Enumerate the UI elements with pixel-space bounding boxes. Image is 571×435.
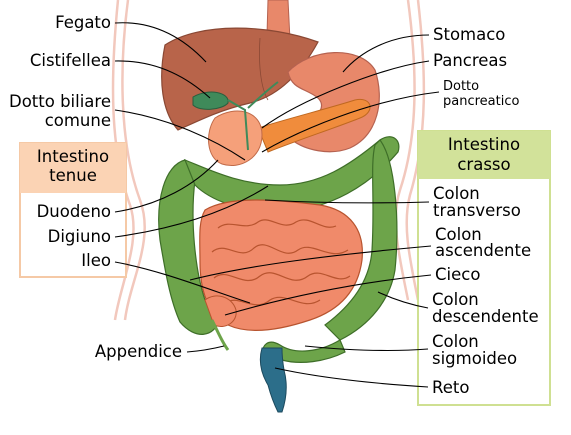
label-duodeno: Duodeno	[37, 202, 111, 221]
label-colon-ascendente-1: Colon	[435, 225, 482, 244]
leader-dotto-biliare	[114, 109, 246, 161]
duodenum	[208, 110, 263, 166]
small-intestine	[199, 199, 363, 332]
legend-crasso-title-2: crasso	[457, 155, 510, 174]
leader-appendice	[186, 345, 225, 353]
legend-crasso-header	[418, 131, 550, 179]
label-cieco: Cieco	[435, 265, 480, 284]
leader-digiuno	[114, 185, 269, 238]
leader-duodeno	[114, 159, 219, 213]
leader-cistifellea	[114, 60, 211, 99]
label-cistifellea: Cistifellea	[30, 51, 111, 70]
label-colon-ascendente-2: ascendente	[435, 241, 531, 260]
label-ileo: Ileo	[81, 251, 111, 270]
body-outline	[111, 0, 426, 321]
leader-colon-transverso	[264, 199, 430, 204]
leader-dotto-pancreatico	[261, 91, 440, 153]
label-colon-sigmoideo-2: sigmoideo	[432, 349, 517, 368]
colon-descendente	[324, 139, 398, 341]
cieco	[204, 295, 237, 327]
bile-duct	[227, 81, 279, 151]
label-stomaco: Stomaco	[433, 25, 505, 44]
leader-ileo	[114, 261, 251, 304]
label-dotto-biliare-1: Dotto biliare	[9, 92, 111, 111]
leader-pancreas	[261, 60, 430, 129]
label-pancreas: Pancreas	[433, 51, 507, 70]
label-colon-sigmoideo-1: Colon	[432, 332, 479, 351]
reto	[259, 347, 287, 413]
label-colon-transverso-2: transverso	[433, 201, 521, 220]
label-colon-descendente-1: Colon	[432, 290, 479, 309]
legend-tenue-title-2: tenue	[49, 166, 97, 185]
leader-colon-ascendente	[189, 245, 432, 281]
gallbladder	[192, 91, 229, 110]
label-dotto-biliare-2: comune	[45, 111, 111, 130]
legend-tenue-title-1: Intestino	[37, 147, 109, 166]
label-colon-transverso-1: Colon	[433, 184, 480, 203]
label-dotto-pancreatico-2: pancreatico	[443, 94, 519, 109]
leader-stomaco	[342, 34, 430, 73]
colon-ascendente	[158, 159, 221, 335]
label-digiuno: Digiuno	[48, 227, 111, 246]
label-reto: Reto	[432, 378, 469, 397]
leader-fegato	[114, 22, 207, 63]
label-fegato: Fegato	[55, 13, 111, 32]
legend-tenue-header	[20, 143, 126, 193]
leader-colon-descendente	[377, 291, 429, 309]
liver-lobe-line	[259, 37, 269, 101]
legend-crasso-title-1: Intestino	[448, 135, 520, 154]
label-appendice: Appendice	[95, 342, 182, 361]
appendice	[210, 319, 230, 351]
leader-reto	[274, 367, 429, 388]
small-intestine-folds	[211, 219, 351, 306]
label-colon-descendente-2: descendente	[432, 307, 539, 326]
label-dotto-pancreatico-1: Dotto	[443, 79, 479, 94]
leader-colon-sigmoideo	[304, 345, 429, 351]
leader-cieco	[224, 274, 432, 316]
